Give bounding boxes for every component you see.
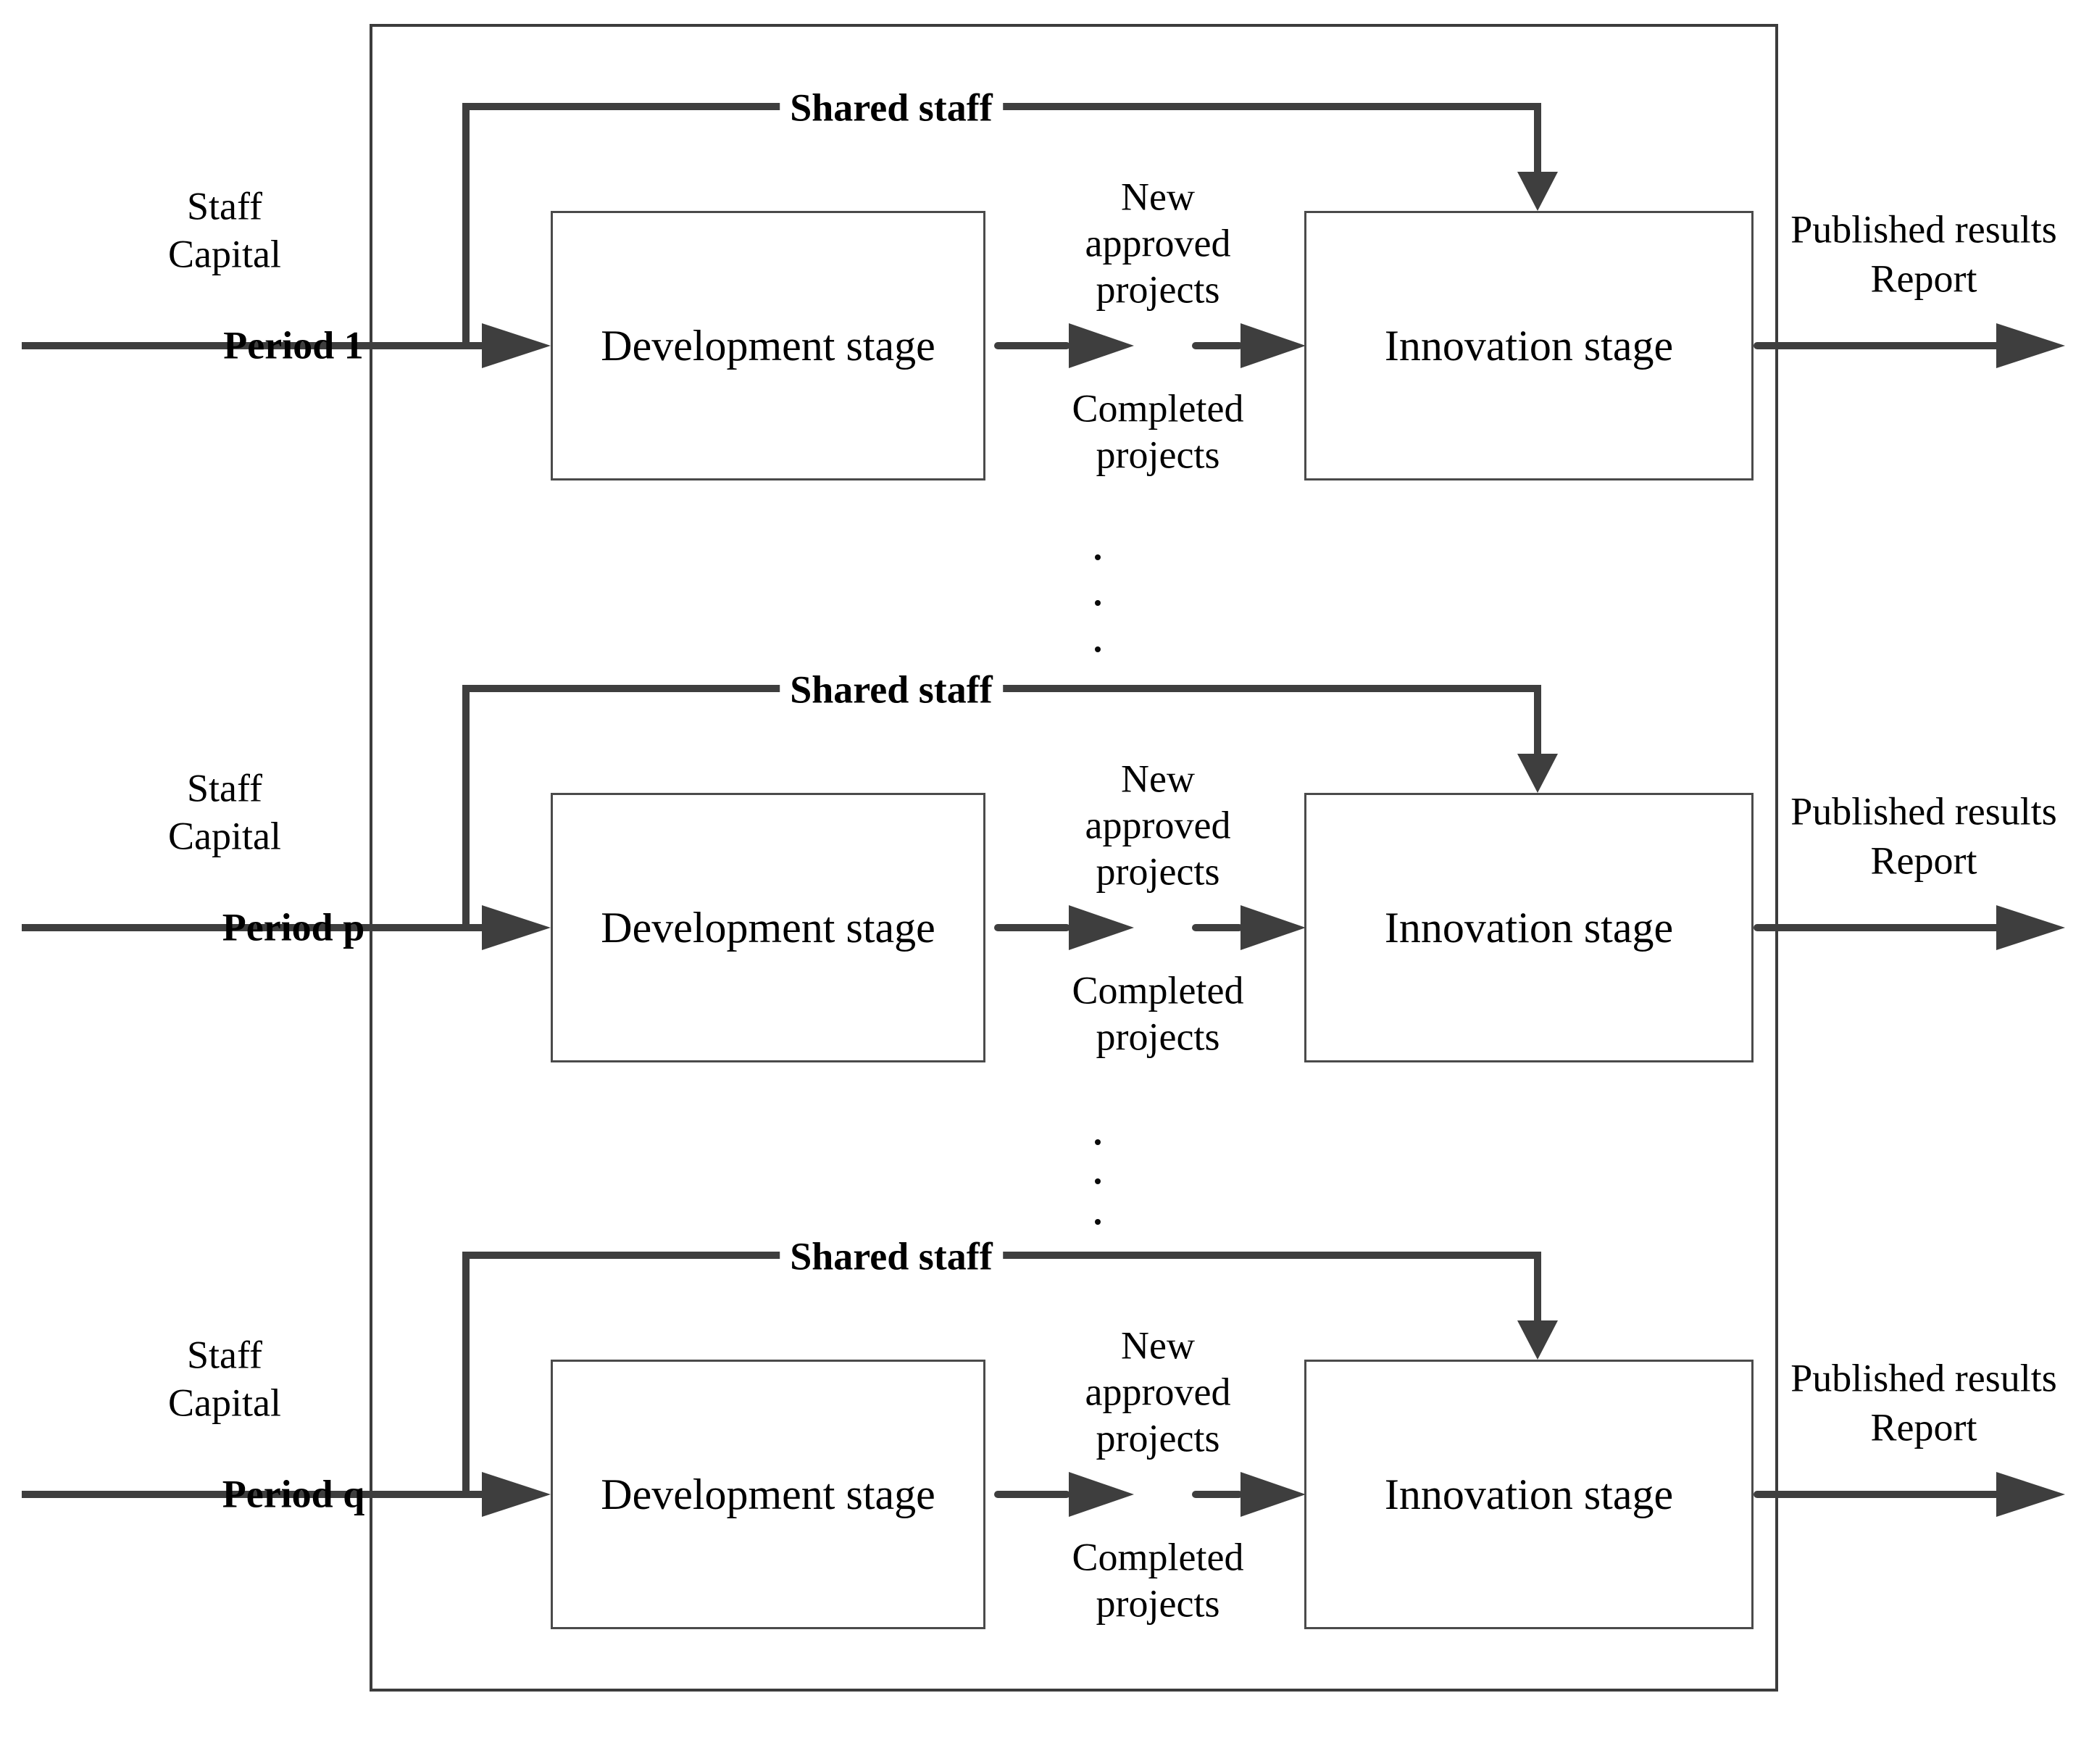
new-approved-projects-label-line2: approved	[1085, 1370, 1231, 1414]
ellipsis-dot-icon	[1095, 554, 1101, 560]
arrowhead-right-icon	[1241, 905, 1306, 950]
shared-staff-line-drop-down	[1534, 1252, 1541, 1324]
ellipsis-dot-icon	[1095, 1178, 1101, 1184]
innovation-stage-box: Innovation stage	[1304, 1360, 1754, 1629]
new-approved-projects-label-line1: New	[1121, 175, 1195, 219]
completed-projects-label-line2: projects	[1096, 1581, 1220, 1626]
staff-capital-label-line1: Staff	[187, 1333, 262, 1377]
innovation-stage-box: Innovation stage	[1304, 793, 1754, 1062]
staff-capital-label-line2: Capital	[168, 814, 281, 858]
shared-staff-line-branch-up	[462, 103, 470, 349]
ellipsis-dot-icon	[1095, 646, 1101, 652]
arrowhead-right-icon	[1069, 323, 1134, 368]
staff-capital-label-line2: Capital	[168, 232, 281, 276]
published-results-arrow-line	[1754, 1491, 2003, 1498]
completed-projects-label-line2: projects	[1096, 433, 1220, 477]
ellipsis-dot-icon	[1095, 600, 1101, 606]
development-stage-label: Development stage	[601, 321, 935, 370]
completed-projects-label-line2: projects	[1096, 1015, 1220, 1059]
shared-staff-line-drop-down	[1534, 103, 1541, 175]
period-label: Period p	[222, 905, 365, 949]
ellipsis-dot-icon	[1095, 1219, 1101, 1225]
innovation-stage-label: Innovation stage	[1384, 1470, 1674, 1518]
period-label: Period q	[222, 1472, 365, 1516]
development-stage-box: Development stage	[551, 211, 985, 480]
staff-capital-input-arrow-line	[22, 342, 493, 349]
shared-staff-label: Shared staff	[780, 667, 1003, 713]
staff-capital-input-arrow-line	[22, 1491, 493, 1498]
arrowhead-right-icon	[1996, 323, 2065, 368]
innovation-stage-label: Innovation stage	[1384, 321, 1674, 370]
period-row-p: Staff Capital Period p Shared staff Deve…	[0, 658, 2089, 1197]
arrowhead-down-icon	[1517, 1320, 1558, 1360]
shared-staff-line-branch-up	[462, 1252, 470, 1498]
arrowhead-right-icon	[1996, 1472, 2065, 1517]
arrowhead-right-icon	[482, 1472, 551, 1517]
completed-projects-label-line1: Completed	[1072, 386, 1244, 430]
development-stage-label: Development stage	[601, 1470, 935, 1518]
new-approved-projects-label-line3: projects	[1096, 267, 1220, 312]
completed-projects-label-line1: Completed	[1072, 968, 1244, 1012]
published-results-label-line2: Report	[1870, 1405, 1977, 1449]
new-approved-projects-label-line2: approved	[1085, 803, 1231, 847]
new-approved-projects-arrow-line	[1192, 924, 1243, 931]
period-label: Period 1	[223, 323, 364, 367]
development-stage-box: Development stage	[551, 1360, 985, 1629]
arrowhead-right-icon	[1241, 323, 1306, 368]
published-results-arrow-line	[1754, 342, 2003, 349]
shared-staff-label: Shared staff	[780, 1233, 1003, 1280]
innovation-stage-box: Innovation stage	[1304, 211, 1754, 480]
staff-capital-label-line2: Capital	[168, 1381, 281, 1425]
new-approved-projects-label-line3: projects	[1096, 1416, 1220, 1460]
published-results-arrow-line	[1754, 924, 2003, 931]
shared-staff-label: Shared staff	[780, 85, 1003, 131]
development-stage-box: Development stage	[551, 793, 985, 1062]
completed-projects-arrow-line	[994, 342, 1070, 349]
shared-staff-line-branch-up	[462, 685, 470, 931]
arrowhead-right-icon	[482, 905, 551, 950]
arrowhead-right-icon	[482, 323, 551, 368]
arrowhead-right-icon	[1069, 1472, 1134, 1517]
staff-capital-label-line1: Staff	[187, 766, 262, 810]
published-results-label-line1: Published results	[1790, 207, 2057, 251]
published-results-label-line1: Published results	[1790, 1356, 2057, 1400]
new-approved-projects-label-line2: approved	[1085, 221, 1231, 265]
completed-projects-arrow-line	[994, 1491, 1070, 1498]
arrowhead-right-icon	[1241, 1472, 1306, 1517]
diagram-canvas: Staff Capital Period 1 Shared staff Deve…	[0, 24, 2089, 1692]
new-approved-projects-label-line1: New	[1121, 1323, 1195, 1368]
staff-capital-input-arrow-line	[22, 924, 493, 931]
staff-capital-label-line1: Staff	[187, 184, 262, 228]
published-results-label-line1: Published results	[1790, 789, 2057, 833]
completed-projects-arrow-line	[994, 924, 1070, 931]
system-boundary-box	[370, 24, 1778, 1692]
arrowhead-down-icon	[1517, 172, 1558, 211]
arrowhead-right-icon	[1069, 905, 1134, 950]
ellipsis-dot-icon	[1095, 1139, 1101, 1145]
published-results-label-line2: Report	[1870, 257, 1977, 301]
completed-projects-label-line1: Completed	[1072, 1535, 1244, 1579]
published-results-label-line2: Report	[1870, 839, 1977, 883]
period-row-q: Staff Capital Period q Shared staff Deve…	[0, 1225, 2089, 1764]
new-approved-projects-label-line1: New	[1121, 757, 1195, 801]
new-approved-projects-label-line3: projects	[1096, 849, 1220, 894]
new-approved-projects-arrow-line	[1192, 342, 1243, 349]
development-stage-label: Development stage	[601, 903, 935, 952]
period-row-1: Staff Capital Period 1 Shared staff Deve…	[0, 76, 2089, 615]
new-approved-projects-arrow-line	[1192, 1491, 1243, 1498]
shared-staff-line-drop-down	[1534, 685, 1541, 757]
arrowhead-right-icon	[1996, 905, 2065, 950]
innovation-stage-label: Innovation stage	[1384, 903, 1674, 952]
arrowhead-down-icon	[1517, 754, 1558, 793]
